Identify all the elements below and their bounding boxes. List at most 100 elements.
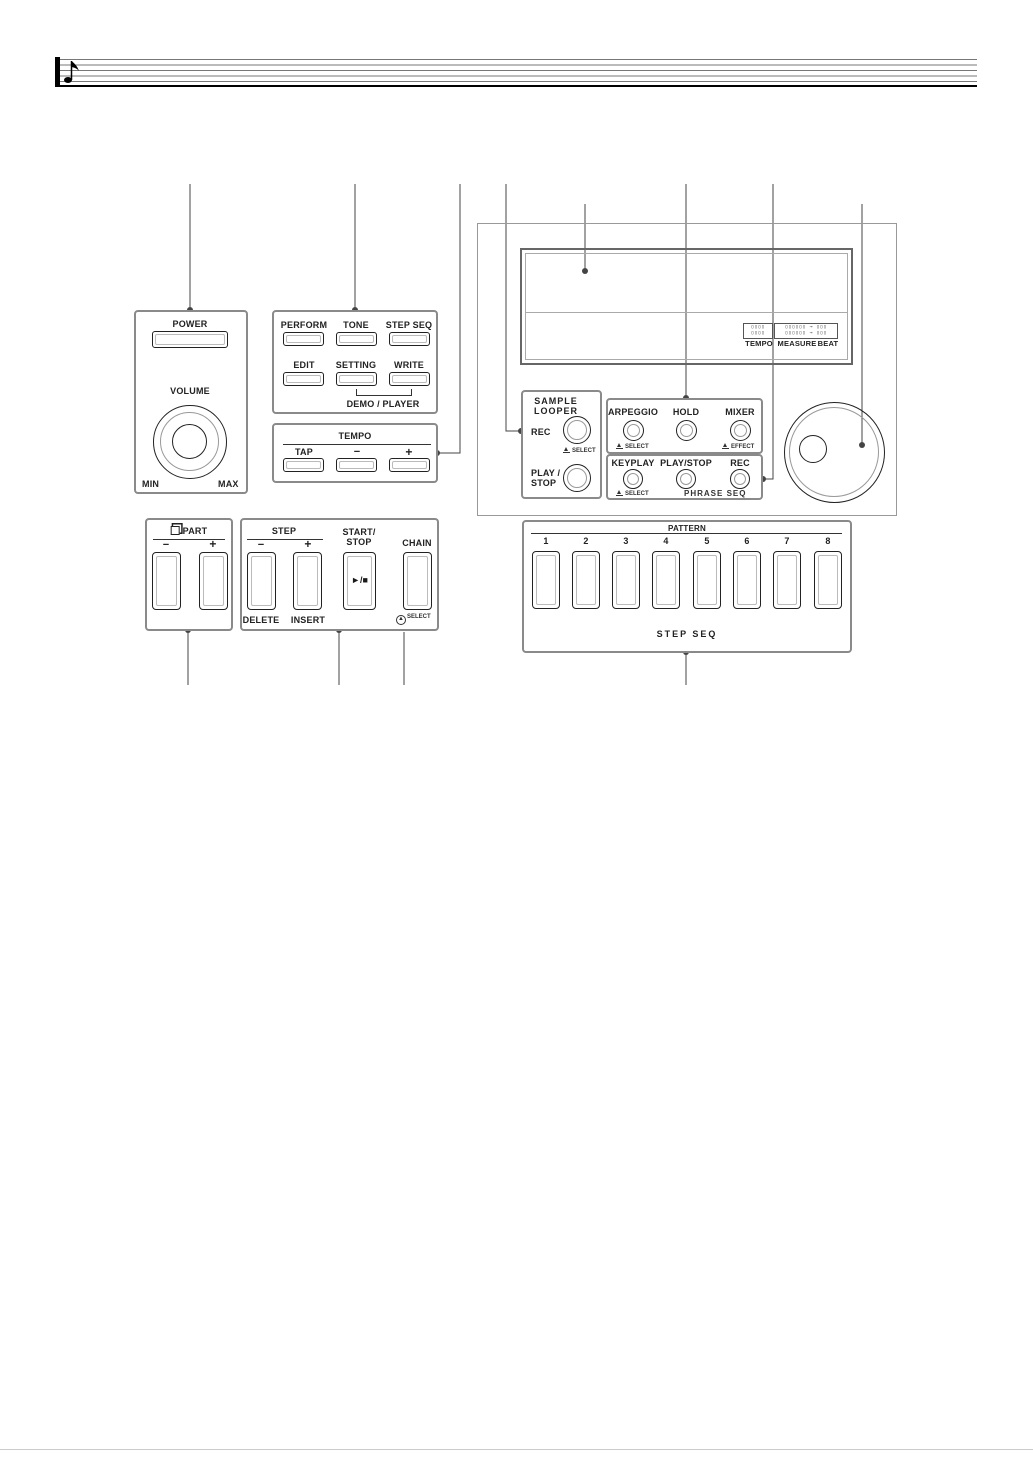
pattern-button-6[interactable] <box>733 551 761 609</box>
mixer-label: MIXER <box>725 407 755 417</box>
setting-button[interactable] <box>336 372 377 386</box>
mixer-effect-label: EFFECT <box>722 443 754 450</box>
mode-buttons-panel <box>272 310 438 414</box>
phrase-rec-button[interactable] <box>730 469 750 489</box>
keyplay-button[interactable] <box>623 469 643 489</box>
pattern-title: PATTERN <box>668 524 706 533</box>
demo-player-bracket <box>356 389 412 396</box>
play-stop-icon: ►/■ <box>351 575 368 585</box>
step-delete-button[interactable] <box>247 552 276 610</box>
hold-button[interactable] <box>676 420 697 441</box>
arpeggio-button[interactable] <box>623 420 644 441</box>
sample-looper-title-2: LOOPER <box>533 406 579 416</box>
phrase-play-stop-label: PLAY/STOP <box>660 458 712 468</box>
volume-label: VOLUME <box>170 386 210 396</box>
pattern-number-8: 8 <box>825 536 831 546</box>
pattern-button-4[interactable] <box>652 551 680 609</box>
volume-knob[interactable] <box>153 405 227 479</box>
step-minus-label: − <box>257 539 265 551</box>
tone-button[interactable] <box>336 332 377 346</box>
lcd-inner <box>525 253 848 360</box>
main-panel <box>477 223 897 516</box>
shift-icon <box>722 443 729 449</box>
tempo-minus-button[interactable] <box>336 458 377 472</box>
lcd-measure-beat-digits: ▯▯▯▯▯▯ → ▯▯▯▯▯▯▯▯▯ → ▯▯▯ <box>774 323 838 339</box>
sample-rec-button[interactable] <box>563 416 591 444</box>
volume-min-label: MIN <box>142 479 160 489</box>
tempo-plus-label: + <box>405 445 413 459</box>
start-stop-label-1: START/ <box>342 527 376 537</box>
part-minus-button[interactable] <box>152 552 181 610</box>
shift-icon <box>616 443 623 449</box>
tap-label: TAP <box>295 447 313 457</box>
pattern-button-5[interactable] <box>693 551 721 609</box>
lcd-tempo-digits: ▯▯▯▯▯▯▯▯ <box>743 323 773 339</box>
insert-label: INSERT <box>290 615 326 625</box>
power-label: POWER <box>172 319 208 329</box>
sample-play-stop-label-1: PLAY / <box>531 468 561 478</box>
lcd-digit-row: ▯▯▯▯▯▯ → ▯▯▯ <box>784 330 828 336</box>
tone-label: TONE <box>343 320 369 330</box>
pattern-number-3: 3 <box>623 536 629 546</box>
pattern-button-2[interactable] <box>572 551 600 609</box>
phrase-seq-label: PHRASE SEQ <box>684 489 747 498</box>
pattern-button-1[interactable] <box>532 551 560 609</box>
pattern-button-3[interactable] <box>612 551 640 609</box>
footer-line <box>0 1449 1033 1450</box>
mixer-button[interactable] <box>730 420 751 441</box>
lcd-tempo-label: TEMPO <box>745 339 773 348</box>
pattern-number-7: 7 <box>784 536 790 546</box>
phrase-play-stop-button[interactable] <box>676 469 696 489</box>
tempo-divider <box>283 444 431 445</box>
sample-looper-title-1: SAMPLE <box>534 396 578 406</box>
perform-label: PERFORM <box>280 320 328 330</box>
sample-play-stop-button[interactable] <box>563 464 591 492</box>
perform-button[interactable] <box>283 332 324 346</box>
lcd-beat-label: BEAT <box>817 339 839 348</box>
arpeggio-select-label: SELECT <box>616 443 649 450</box>
header-black-bar <box>55 57 60 87</box>
step-title: STEP <box>271 526 297 536</box>
lcd-digit-row: ▯▯▯▯ <box>750 330 766 336</box>
keyplay-select-text: SELECT <box>625 491 649 497</box>
volume-knob-ring <box>160 412 219 471</box>
tap-button[interactable] <box>283 458 324 472</box>
part-plus-button[interactable] <box>199 552 228 610</box>
step-insert-button[interactable] <box>293 552 322 610</box>
header-bottom-line <box>55 85 977 87</box>
lcd-divider <box>525 312 848 313</box>
part-plus-label: + <box>209 537 217 551</box>
dial[interactable] <box>784 402 885 503</box>
pattern-button-8[interactable] <box>814 551 842 609</box>
keyplay-label: KEYPLAY <box>611 458 655 468</box>
sample-rec-label: REC <box>531 427 551 437</box>
part-icon <box>170 526 180 535</box>
tempo-plus-button[interactable] <box>389 458 430 472</box>
music-note-icon <box>63 59 83 85</box>
chain-button[interactable] <box>403 552 432 610</box>
keyplay-select-label: SELECT <box>616 490 649 497</box>
chain-label: CHAIN <box>402 538 432 548</box>
write-button[interactable] <box>389 372 430 386</box>
setting-label: SETTING <box>335 360 377 370</box>
lcd-measure-label: MEASURE <box>777 339 817 348</box>
pattern-number-6: 6 <box>744 536 750 546</box>
tempo-minus-label: − <box>353 446 361 458</box>
write-label: WRITE <box>394 360 424 370</box>
dial-finger-dimple <box>799 435 827 463</box>
start-stop-label-2: STOP <box>346 537 372 547</box>
arpeggio-label: ARPEGGIO <box>607 407 659 417</box>
step-seq-button[interactable] <box>389 332 430 346</box>
pattern-number-2: 2 <box>583 536 589 546</box>
pattern-divider <box>531 533 842 534</box>
shift-circle-icon: ▲ <box>396 615 406 625</box>
sample-play-stop-label-2: STOP <box>531 478 557 488</box>
mixer-effect-text: EFFECT <box>731 444 755 450</box>
delete-label: DELETE <box>242 615 280 625</box>
tempo-panel <box>272 423 438 483</box>
power-button[interactable] <box>152 331 228 348</box>
edit-button[interactable] <box>283 372 324 386</box>
lcd-digit-row: ▯▯▯▯▯▯ → ▯▯▯ <box>784 324 828 330</box>
pattern-button-7[interactable] <box>773 551 801 609</box>
start-stop-button[interactable]: ►/■ <box>343 552 376 610</box>
